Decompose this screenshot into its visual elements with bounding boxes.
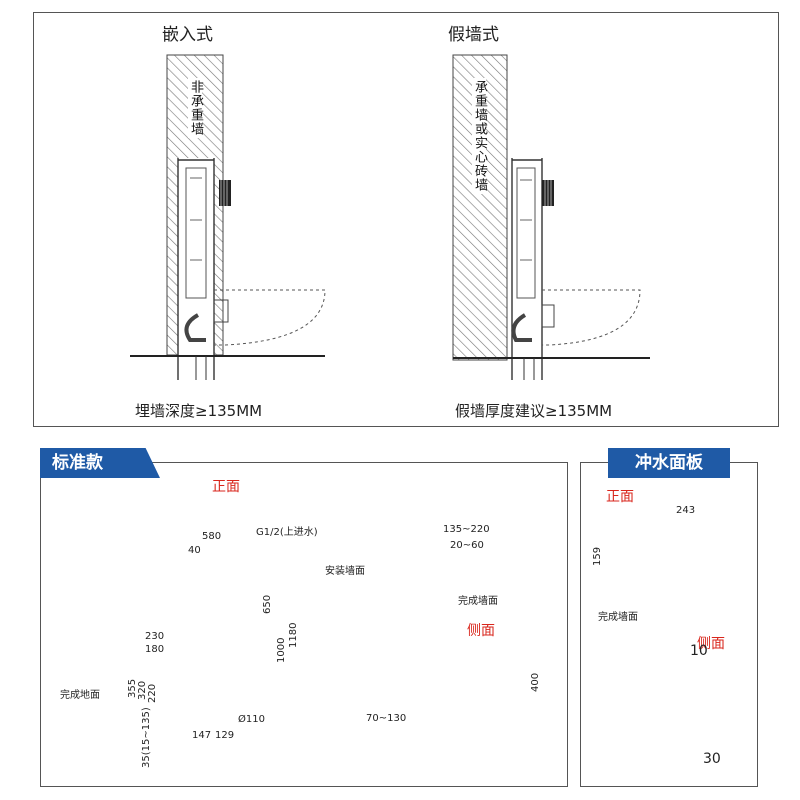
- dim-147: 147: [192, 730, 212, 741]
- flush-front-label: 正面: [606, 489, 634, 505]
- false-wall-thickness-caption: 假墙厚度建议≥135MM: [455, 402, 613, 420]
- install-wall-label: 安装墙面: [325, 566, 365, 577]
- dim-30: 30: [703, 751, 721, 767]
- dim-135-220: 135~220: [443, 524, 490, 535]
- dim-129: 129: [215, 730, 235, 741]
- embed-depth-caption: 埋墙深度≥135MM: [135, 402, 263, 420]
- dim-400: 400: [530, 672, 541, 692]
- dim-230: 230: [145, 631, 165, 642]
- top-installation-panel: [33, 12, 779, 427]
- standard-side-label: 侧面: [467, 623, 495, 639]
- standard-model-panel: [40, 462, 568, 787]
- dim-650: 650: [262, 594, 273, 614]
- dim-243: 243: [676, 505, 696, 516]
- inlet-label: G1/2(上进水): [256, 527, 318, 538]
- load-bearing-wall-label: 承重墙或实心砖墙: [472, 78, 487, 194]
- dim-10: 10: [690, 643, 708, 659]
- standard-model-tab: 标准款: [40, 448, 160, 478]
- dim-220: 220: [147, 683, 158, 703]
- dim-35-range: 35(15~135): [141, 707, 152, 768]
- embedded-install-drawing: [130, 54, 326, 380]
- dim-40: 40: [188, 545, 201, 556]
- dim-20-60: 20~60: [450, 540, 484, 551]
- dim-180: 180: [145, 644, 165, 655]
- dim-dia110: Ø110: [238, 714, 265, 725]
- dim-1000: 1000: [276, 637, 287, 663]
- flush-panel-section: [580, 462, 758, 787]
- finished-wall-label: 完成墙面: [458, 596, 498, 607]
- flush-finished-wall-label: 完成墙面: [598, 612, 638, 623]
- dim-159: 159: [592, 546, 603, 566]
- dim-580: 580: [202, 531, 222, 542]
- dim-1180: 1180: [288, 622, 299, 648]
- finished-floor-label: 完成地面: [60, 690, 100, 701]
- flush-panel-tab: 冲水面板: [608, 448, 730, 478]
- non-load-bearing-wall-label: 非承重墙: [188, 78, 203, 138]
- flush-side-label: 侧面: [697, 636, 725, 652]
- standard-front-label: 正面: [212, 479, 240, 495]
- dim-70-130: 70~130: [366, 713, 407, 724]
- false-wall-title: 假墙式: [448, 25, 499, 45]
- embedded-title: 嵌入式: [162, 25, 213, 45]
